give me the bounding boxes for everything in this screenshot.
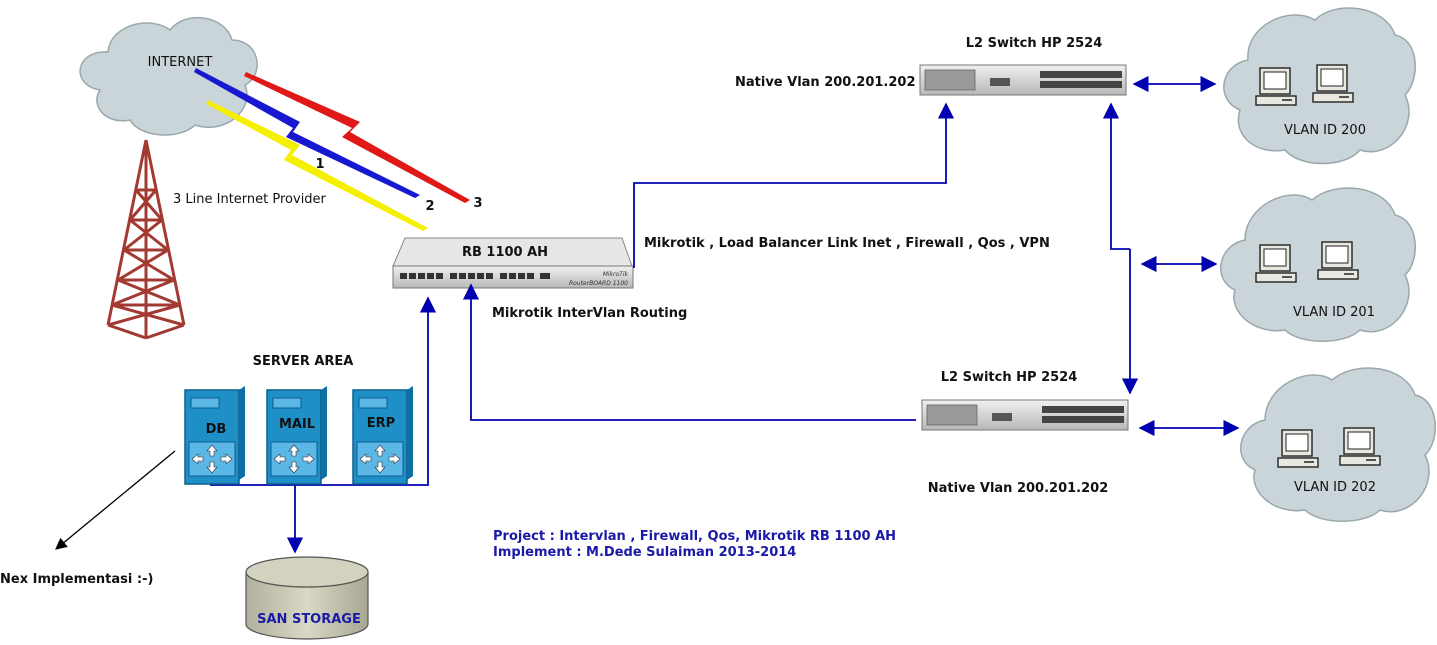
- vlan-201-label: VLAN ID 201: [1293, 305, 1375, 320]
- next-arrow: [55, 450, 176, 550]
- pc-icon: [1339, 427, 1381, 466]
- provider-line-yellow: [206, 100, 428, 231]
- server-mail: MAIL: [266, 386, 327, 485]
- router-role-label: Mikrotik , Load Balancer Link Inet , Fir…: [644, 236, 1050, 251]
- san-storage-cylinder: SAN STORAGE: [245, 556, 369, 640]
- pc-icon: [1312, 64, 1354, 103]
- switch-top-title: L2 Switch HP 2524: [966, 36, 1103, 51]
- provider-line-red: [244, 72, 470, 203]
- router-name: RB 1100 AH: [462, 245, 548, 260]
- server-area-title: SERVER AREA: [253, 354, 354, 369]
- server-mail-label: MAIL: [279, 417, 315, 432]
- vlan-200-cloud: VLAN ID 200: [1223, 7, 1416, 165]
- project-line-2: Implement : M.Dede Sulaiman 2013-2014: [493, 545, 796, 560]
- pc-icon: [1255, 244, 1297, 283]
- server-db-label: DB: [206, 422, 227, 437]
- link-servers-router: [210, 296, 437, 486]
- vlan-202-cloud: VLAN ID 202: [1240, 367, 1436, 522]
- pc-icon: [1255, 67, 1297, 106]
- next-label: Nex Implementasi :-): [0, 572, 153, 587]
- provider-line-1-label: 1: [315, 157, 324, 172]
- radio-tower-icon: [106, 139, 186, 340]
- provider-line-2-label: 2: [425, 199, 434, 214]
- server-erp-label: ERP: [367, 416, 395, 431]
- project-line-1: Project : Intervlan , Firewall, Qos, Mik…: [493, 529, 896, 544]
- server-db: DB: [184, 386, 245, 485]
- provider-links: [194, 68, 470, 231]
- pc-icon: [1317, 241, 1359, 280]
- link-switch-bottom-router: [462, 283, 916, 421]
- internet-label: INTERNET: [148, 55, 213, 70]
- switch-top: [919, 64, 1127, 96]
- provider-label: 3 Line Internet Provider: [173, 192, 327, 207]
- switch-top-native-vlan: Native Vlan 200.201.202: [735, 75, 916, 90]
- san-storage-label: SAN STORAGE: [257, 612, 361, 627]
- switch-bottom-native-vlan: Native Vlan 200.201.202: [928, 481, 1109, 496]
- pc-icon: [1277, 429, 1319, 468]
- switch-bottom-title: L2 Switch HP 2524: [941, 370, 1078, 385]
- router-brand: MikroTik: [603, 271, 629, 278]
- vlan-202-label: VLAN ID 202: [1294, 480, 1376, 495]
- internet-cloud: INTERNET: [79, 16, 258, 136]
- vlan-200-label: VLAN ID 200: [1284, 123, 1366, 138]
- server-erp: ERP: [352, 386, 413, 485]
- router-intervlan-label: Mikrotik InterVlan Routing: [492, 306, 687, 321]
- router-model: RouterBOARD 1100: [569, 280, 628, 287]
- vlan-201-cloud: VLAN ID 201: [1220, 187, 1416, 342]
- link-router-switch-top: [633, 102, 955, 268]
- router-ports: [400, 273, 550, 279]
- link-switch-top-trunk: [1102, 102, 1130, 250]
- switch-bottom: [921, 399, 1129, 431]
- provider-line-3-label: 3: [473, 196, 482, 211]
- router-rb1100: RB 1100 AH MikroTik RouterBOARD 1100: [392, 237, 634, 289]
- provider-line-blue: [194, 68, 420, 198]
